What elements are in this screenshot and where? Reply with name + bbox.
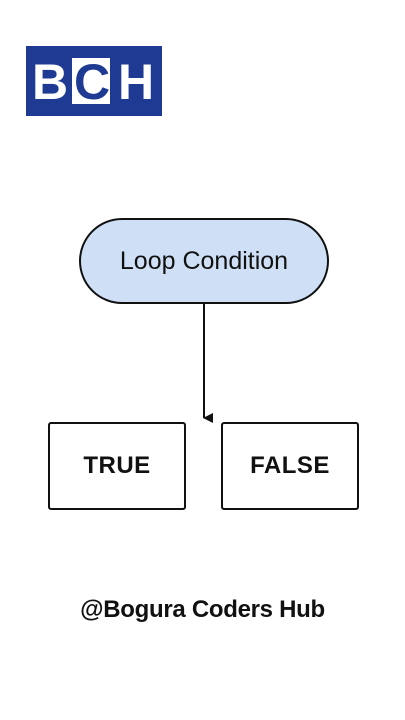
logo-letter-c: C — [74, 54, 110, 110]
loop-condition-label: Loop Condition — [119, 246, 289, 275]
logo-letter-b: B — [32, 54, 68, 110]
true-node: TRUE — [48, 422, 186, 510]
false-label: FALSE — [250, 452, 330, 479]
loop-condition-node: Loop Condition — [79, 218, 329, 304]
logo-c-backdrop — [72, 58, 110, 104]
logo-letter-h: H — [118, 54, 154, 110]
logo-mark: B C H — [32, 54, 154, 110]
true-label: TRUE — [83, 452, 151, 479]
bch-logo: B C H — [26, 46, 162, 116]
false-node: FALSE — [221, 422, 359, 510]
author-handle: @Bogura Coders Hub — [80, 596, 325, 623]
